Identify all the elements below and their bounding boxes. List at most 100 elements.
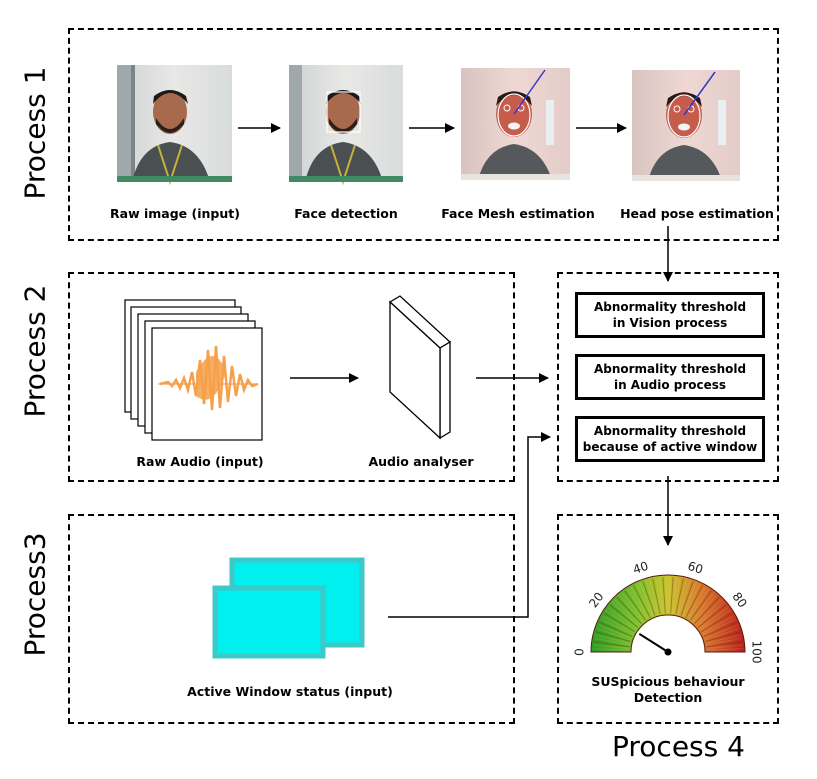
gauge-streak xyxy=(682,582,697,617)
face-mesh-caption: Face Mesh estimation xyxy=(441,206,595,221)
gauge-streak xyxy=(678,580,691,615)
gauge-streak xyxy=(609,604,639,628)
threshold-window-line2: because of active window xyxy=(582,440,758,454)
gauge-streak xyxy=(680,581,694,616)
raw-audio-caption: Raw Audio (input) xyxy=(136,454,264,469)
process3-box xyxy=(68,514,515,724)
gauge-streak xyxy=(639,582,654,617)
gauge-streak xyxy=(668,576,671,614)
gauge-streak xyxy=(670,577,674,614)
gauge-streak xyxy=(595,631,631,642)
gauge-streak xyxy=(603,612,635,633)
threshold-vision-box: Abnormality threshold in Vision process xyxy=(575,292,765,338)
gauge-streak xyxy=(705,634,742,644)
audio-analyser-caption: Audio analyser xyxy=(368,454,474,469)
gauge-streak xyxy=(665,576,668,614)
detection-caption: SUSpicious behaviour Detection xyxy=(578,674,758,706)
gauge-streak xyxy=(655,577,663,614)
gauge-pivot xyxy=(664,648,672,656)
gauge-streak xyxy=(690,590,712,621)
gauge-streak xyxy=(673,577,681,614)
threshold-window-box: Abnormality threshold because of active … xyxy=(575,416,765,462)
gauge-streak xyxy=(633,585,651,618)
head-pose-photo xyxy=(632,70,740,181)
gauge-streak xyxy=(593,641,630,648)
head-pose-caption: Head pose estimation xyxy=(620,206,774,221)
gauge-streak xyxy=(619,594,644,623)
gauge-streak xyxy=(597,624,632,639)
detection-caption-line2: Detection xyxy=(633,690,703,705)
gauge-tick-label: 40 xyxy=(631,559,650,577)
gauge-tick-label: 0 xyxy=(573,648,587,656)
arrow-window-to-thresholds xyxy=(388,432,551,618)
gauge-streak xyxy=(593,648,630,651)
gauge-streak xyxy=(692,594,717,623)
process1-box xyxy=(68,28,779,241)
gauge-streak xyxy=(594,637,630,646)
gauge-tick-labels: 0 20 40 60 80 100 xyxy=(573,559,764,664)
raw-audio-icon xyxy=(124,299,263,441)
threshold-vision-line1: Abnormality threshold xyxy=(593,300,747,314)
face-mesh-photo xyxy=(461,68,570,180)
gauge-streak xyxy=(695,599,722,626)
gauge-streak xyxy=(662,577,666,614)
gauge-streak xyxy=(652,578,661,614)
threshold-audio-line2: in Audio process xyxy=(613,378,727,392)
threshold-vision-line2: in Vision process xyxy=(612,316,728,330)
process4-label: Process 4 xyxy=(612,730,745,763)
gauge-streak xyxy=(706,637,742,646)
gauge-streak xyxy=(593,644,630,649)
gauge-streak xyxy=(706,648,743,651)
gauge-streak xyxy=(630,586,649,619)
gauge-streak xyxy=(636,583,653,617)
gauge-streak xyxy=(701,615,735,634)
gauge-tick-label: 60 xyxy=(686,559,705,577)
gauge-tick-label: 20 xyxy=(586,590,606,611)
gauge-streak xyxy=(611,601,640,627)
gauge-streak xyxy=(596,628,632,641)
process2-box xyxy=(68,272,515,482)
gauge-streak xyxy=(700,609,731,631)
threshold-audio-box: Abnormality threshold in Audio process xyxy=(575,354,765,400)
gauge-streak xyxy=(627,588,648,620)
gauge-streak xyxy=(706,641,743,648)
suspicion-gauge: 0 20 40 60 80 100 xyxy=(573,559,764,664)
gauge-streak xyxy=(642,581,656,616)
gauge-streak xyxy=(683,583,700,617)
threshold-audio-line1: Abnormality threshold xyxy=(593,362,747,376)
detection-caption-line1: SUSpicious behaviour xyxy=(591,674,745,689)
gauge-streak xyxy=(687,586,706,619)
gauge-streak xyxy=(616,596,642,624)
gauge-streak xyxy=(696,601,725,627)
threshold-window-line1: Abnormality threshold xyxy=(593,424,747,438)
gauge-streak xyxy=(697,604,727,628)
face-detection-caption: Face detection xyxy=(294,206,398,221)
raw-image-caption: Raw image (input) xyxy=(110,206,240,221)
gauge-tick-label: 100 xyxy=(750,641,764,664)
gauge-tick-label: 80 xyxy=(729,590,749,611)
raw-image-photo xyxy=(117,65,232,186)
gauge-streak xyxy=(702,618,736,636)
gauge-streak xyxy=(671,577,677,614)
gauge-streak xyxy=(703,621,737,637)
gauge-streak xyxy=(600,618,634,636)
gauge-streak xyxy=(691,592,715,622)
gauge-streak xyxy=(677,579,688,615)
gauge-needle xyxy=(638,632,669,653)
active-window-caption: Active Window status (input) xyxy=(187,684,393,699)
gauge-streak xyxy=(621,592,645,622)
gauge-streak xyxy=(601,615,635,634)
gauge-streak xyxy=(624,590,646,621)
gauge-streak xyxy=(614,599,641,626)
gauge-streak xyxy=(688,588,709,620)
gauge-streak xyxy=(705,631,741,642)
gauge-streak xyxy=(701,612,733,633)
gauge-streaks xyxy=(593,576,743,653)
gauge-streak xyxy=(645,580,658,615)
gauge-streak xyxy=(599,621,633,637)
gauge-streak xyxy=(675,578,684,614)
face-detection-photo xyxy=(289,65,403,186)
gauge-streak xyxy=(607,606,637,630)
gauge-streak xyxy=(605,609,636,631)
